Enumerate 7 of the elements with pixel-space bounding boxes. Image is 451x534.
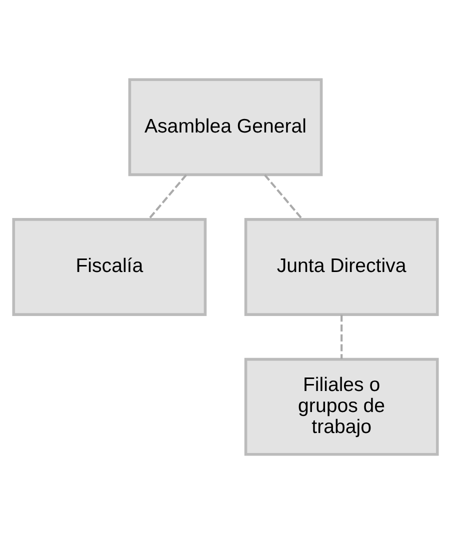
node-box: Junta Directiva	[244, 218, 439, 316]
node-box: Fiscalía	[12, 218, 207, 316]
node-box: Asamblea General	[128, 78, 323, 176]
connector	[148, 174, 187, 220]
node-box: Filiales o grupos de trabajo	[244, 358, 439, 456]
connector	[340, 314, 343, 360]
connector	[264, 174, 304, 220]
